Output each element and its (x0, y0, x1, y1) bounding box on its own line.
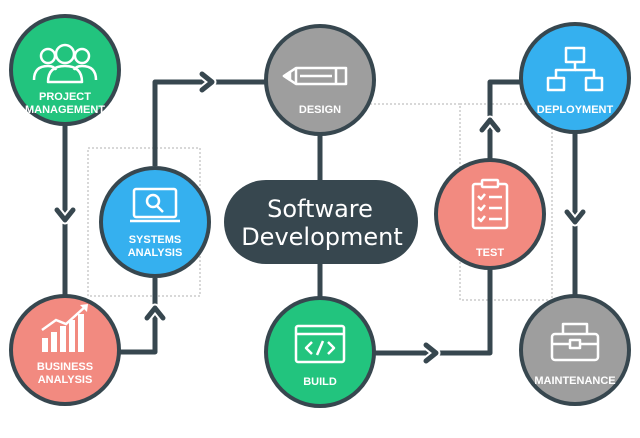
node-test: TEST (434, 158, 546, 270)
systems-analysis-label-line2: ANALYSIS (128, 247, 183, 259)
connector-build-to-test (374, 262, 493, 356)
arrow-down-pm (52, 205, 78, 225)
bar-chart-icon (41, 304, 88, 352)
project-management-label-line1: PROJECT (39, 91, 91, 103)
checklist-icon (471, 178, 509, 230)
build-label: BUILD (303, 376, 337, 388)
center-pill: Software Development (224, 180, 418, 264)
arrows (52, 69, 588, 366)
node-deployment: DEPLOYMENT (519, 22, 631, 134)
people-icon (32, 43, 98, 84)
code-window-icon (294, 324, 346, 364)
arrow-right-design (197, 69, 217, 95)
systems-analysis-label-line1: SYSTEMS (129, 234, 182, 246)
network-icon (546, 46, 604, 92)
node-maintenance: MAINTENANCE (519, 294, 631, 406)
design-label: DESIGN (299, 104, 341, 116)
maintenance-label: MAINTENANCE (534, 375, 615, 387)
node-business-analysis: BUSINESS ANALYSIS (9, 294, 121, 406)
connector-sa-to-design (152, 79, 268, 166)
magnifier-screen-icon (130, 187, 180, 223)
pencil-icon (282, 66, 348, 86)
test-label: TEST (476, 247, 504, 259)
business-analysis-label-line1: BUSINESS (37, 361, 93, 373)
connector-test-to-deployment (487, 79, 522, 166)
arrow-up-test (477, 115, 503, 135)
node-systems-analysis: SYSTEMS ANALYSIS (99, 166, 211, 278)
center-title-line1: Software (267, 195, 373, 223)
arrow-down-deployment (562, 207, 588, 227)
toolbox-icon (550, 322, 600, 362)
project-management-label-line2: MANAGEMENT (25, 104, 105, 116)
arrow-up-sa (142, 303, 168, 323)
deployment-label: DEPLOYMENT (537, 104, 614, 116)
node-design: DESIGN (264, 24, 376, 136)
node-project-management: PROJECT MANAGEMENT (9, 14, 121, 126)
business-analysis-label-line2: ANALYSIS (38, 374, 93, 386)
center-title-line2: Development (241, 223, 403, 251)
node-build: BUILD (264, 296, 376, 408)
connector-ba-to-sa (120, 278, 158, 355)
arrow-right-build (421, 340, 441, 366)
